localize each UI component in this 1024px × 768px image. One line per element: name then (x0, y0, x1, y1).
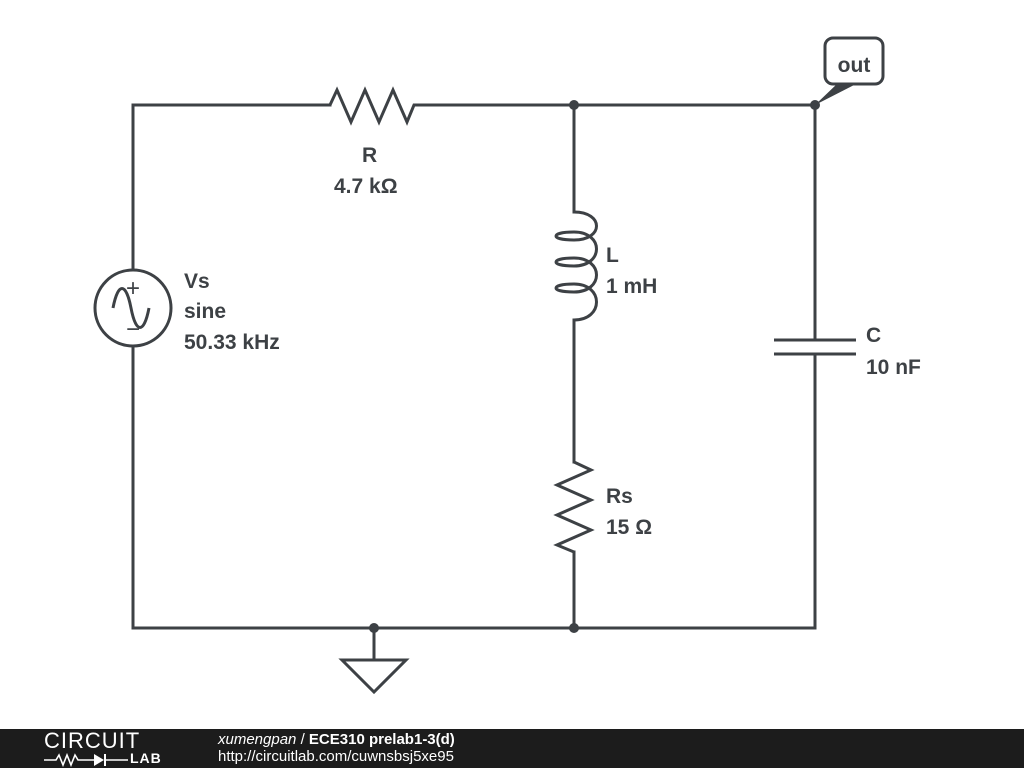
inductor-l-symbol (554, 210, 598, 322)
resistor-rs-symbol (553, 460, 595, 554)
source-plus-sign: + (126, 275, 140, 302)
schematic-url[interactable]: http://circuitlab.com/cuwnsbsj5xe95 (218, 748, 454, 765)
source-name: Vs (184, 270, 210, 293)
circuit-schematic: R 4.7 kΩ + − Vs sine 50.33 kHz L 1 mH Rs… (93, 36, 921, 695)
junction-node-top (569, 100, 579, 110)
output-label-text: out (838, 54, 871, 77)
logo-resistor-diode-icon (44, 752, 128, 768)
source-frequency: 50.33 kHz (184, 331, 280, 354)
capacitor-c-value: 10 nF (866, 356, 921, 379)
resistor-r-name: R (362, 144, 377, 167)
resistor-r-value: 4.7 kΩ (334, 175, 398, 198)
circuitlab-logo[interactable]: CIRCUIT LAB (44, 728, 174, 768)
sine-source-symbol: + − (93, 268, 173, 348)
junction-node-ground (369, 623, 379, 633)
resistor-rs-value: 15 Ω (606, 516, 652, 539)
logo-text-lab: LAB (130, 750, 162, 766)
footer-bar: CIRCUIT LAB xumengpan / ECE310 prelab1-3… (0, 729, 1024, 768)
author-name[interactable]: xumengpan (218, 731, 297, 748)
title-separator: / (300, 731, 309, 748)
capacitor-c-name: C (866, 324, 881, 347)
resistor-rs-name: Rs (606, 485, 633, 508)
inductor-l-name: L (606, 244, 619, 267)
logo-text-circuit: CIRCUIT (44, 728, 141, 753)
source-type: sine (184, 300, 226, 323)
ground-symbol (338, 658, 410, 695)
capacitor-c-symbol (774, 338, 856, 356)
wire-left-bottom (131, 346, 817, 630)
wire-top-left (131, 103, 332, 270)
wires (131, 103, 817, 662)
inductor-l-value: 1 mH (606, 275, 657, 298)
output-net-label: out (815, 36, 885, 105)
source-minus-sign: − (126, 316, 140, 343)
schematic-info: xumengpan / ECE310 prelab1-3(d) http://c… (218, 731, 455, 765)
resistor-r-symbol (328, 86, 418, 126)
schematic-title[interactable]: ECE310 prelab1-3(d) (308, 731, 455, 748)
junction-node-bottom (569, 623, 579, 633)
